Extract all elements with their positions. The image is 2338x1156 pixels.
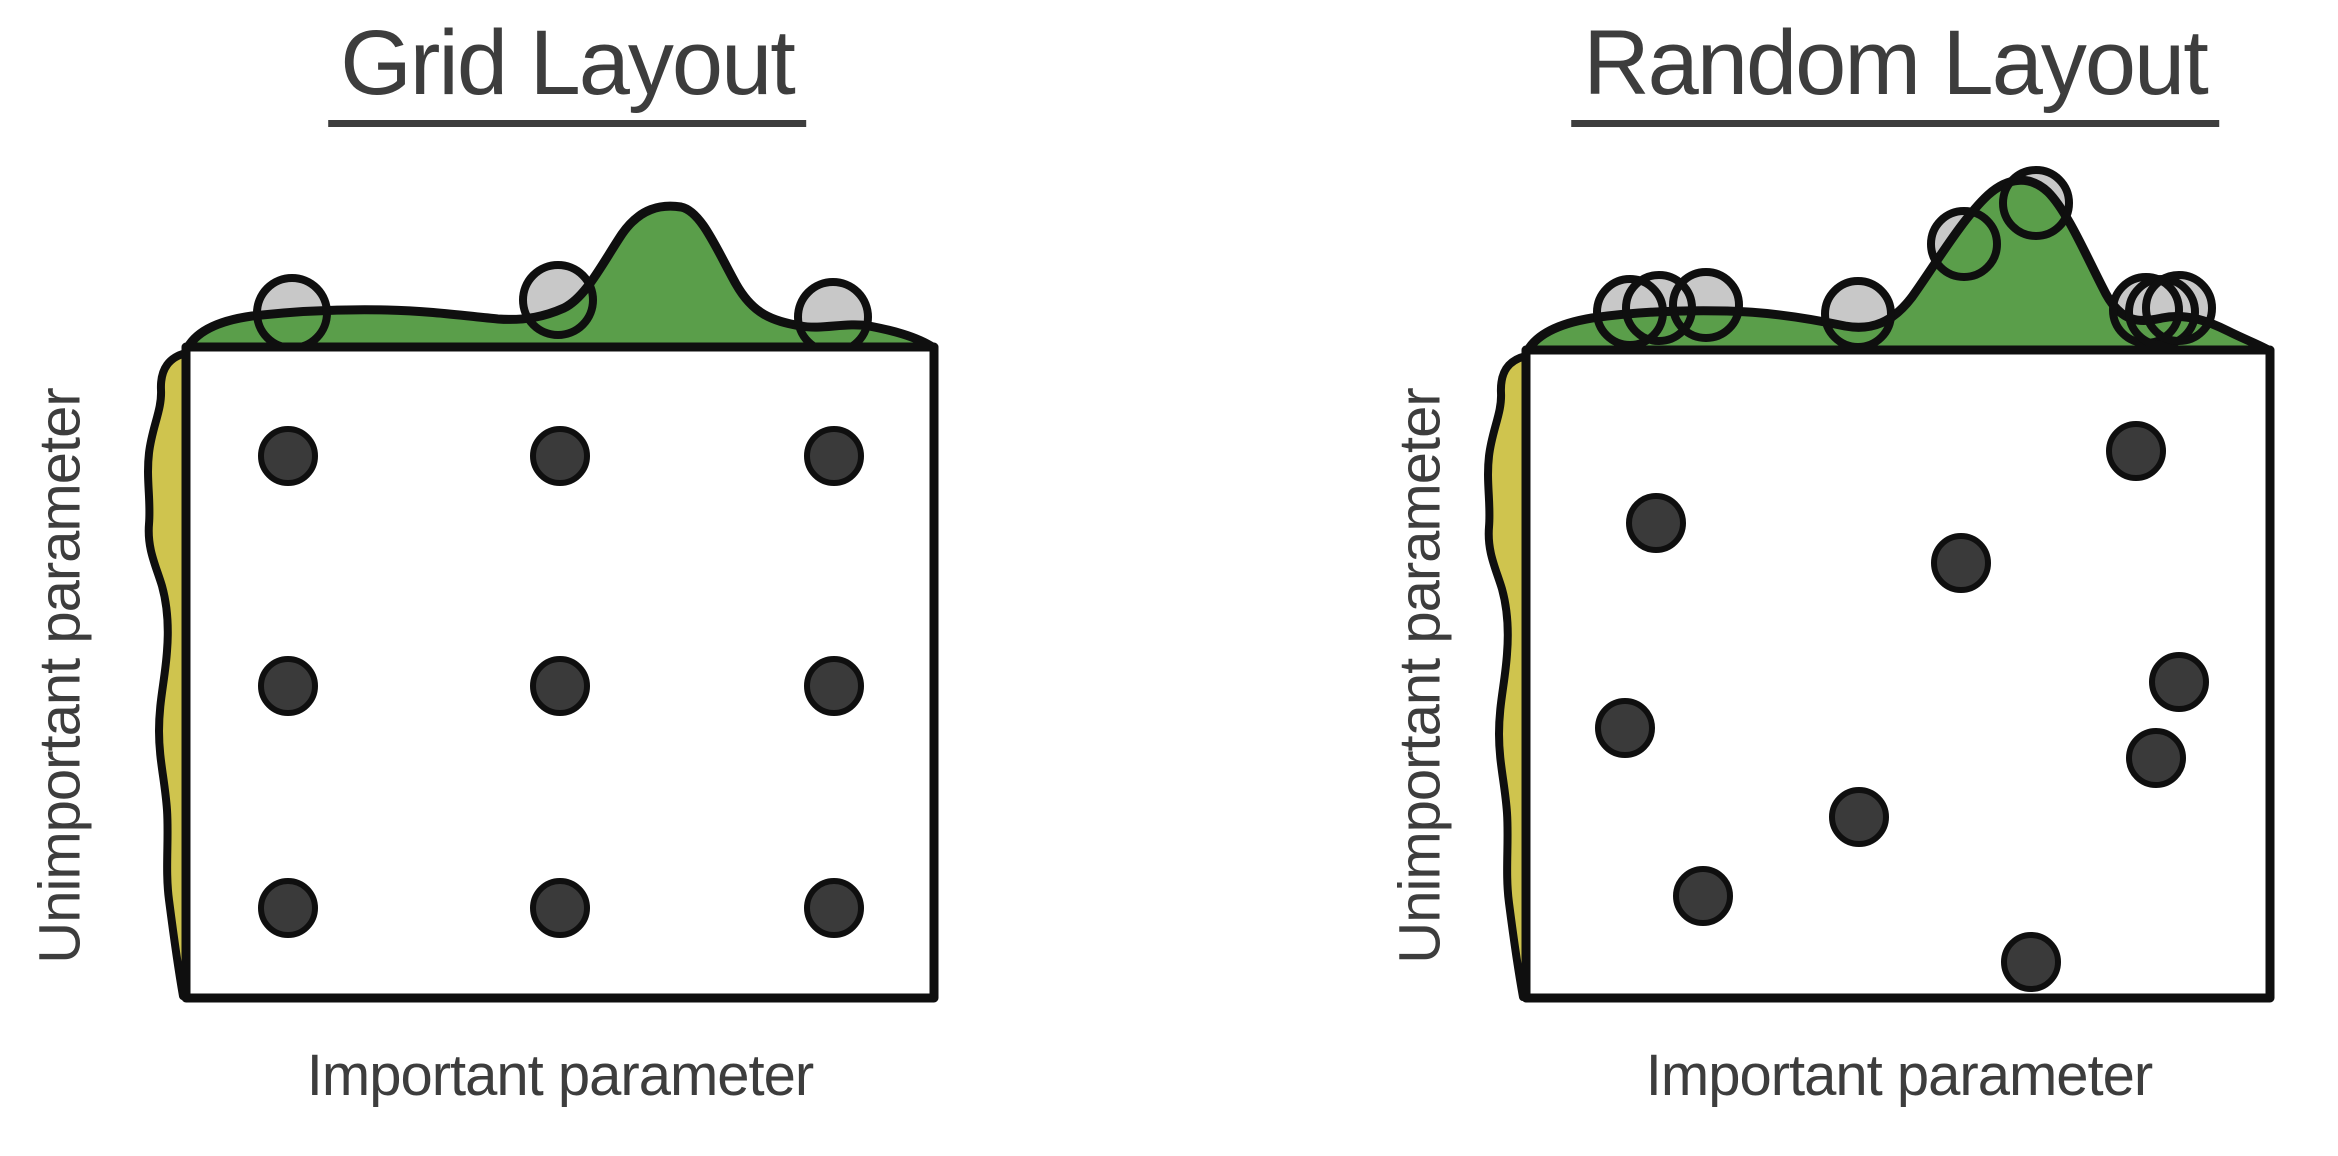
y-axis-label-random: Unimportant parameter: [1387, 388, 1453, 964]
panel-title-grid-layout: Grid Layout: [328, 15, 806, 127]
sample-dot: [2001, 932, 2061, 992]
unimportant-parameter-distribution-random: [1484, 352, 1530, 1001]
x-axis-label-random: Important parameter: [1645, 1043, 2153, 1108]
sample-dot: [530, 878, 590, 938]
unimportant-parameter-distribution-grid: [144, 349, 190, 1000]
projection-rings-random: [1593, 166, 2216, 351]
sample-dot: [530, 426, 590, 486]
sample-dot: [530, 656, 590, 716]
sample-dot: [258, 656, 318, 716]
sample-dot: [1626, 493, 1686, 553]
x-axis-label-grid: Important parameter: [306, 1043, 814, 1108]
y-axis-label-grid: Unimportant parameter: [27, 388, 93, 964]
projected-sample-ring: [1593, 275, 1667, 349]
sample-dot: [2106, 421, 2166, 481]
sample-dots-random: [1595, 421, 2209, 992]
projected-sample-ring: [1999, 166, 2073, 240]
important-parameter-distribution-grid: [181, 201, 939, 356]
sample-dot: [1595, 698, 1655, 758]
sample-dot: [258, 878, 318, 938]
projected-sample-ring: [2142, 271, 2216, 345]
sample-dot: [804, 426, 864, 486]
sample-dot: [2149, 652, 2209, 712]
sample-dot: [1829, 787, 1889, 847]
sample-dot: [1673, 866, 1733, 926]
projected-sample-ring: [1927, 207, 2001, 281]
sample-dot: [258, 426, 318, 486]
projected-sample-ring: [1622, 271, 1696, 345]
projected-sample-ring: [1669, 268, 1743, 342]
sample-dot: [804, 656, 864, 716]
sample-dot: [804, 878, 864, 938]
projected-sample-ring: [519, 261, 597, 339]
sample-dots-grid: [258, 426, 864, 938]
sample-dot: [1931, 533, 1991, 593]
sample-dot: [2126, 728, 2186, 788]
panel-title-random-layout: Random Layout: [1571, 15, 2219, 127]
